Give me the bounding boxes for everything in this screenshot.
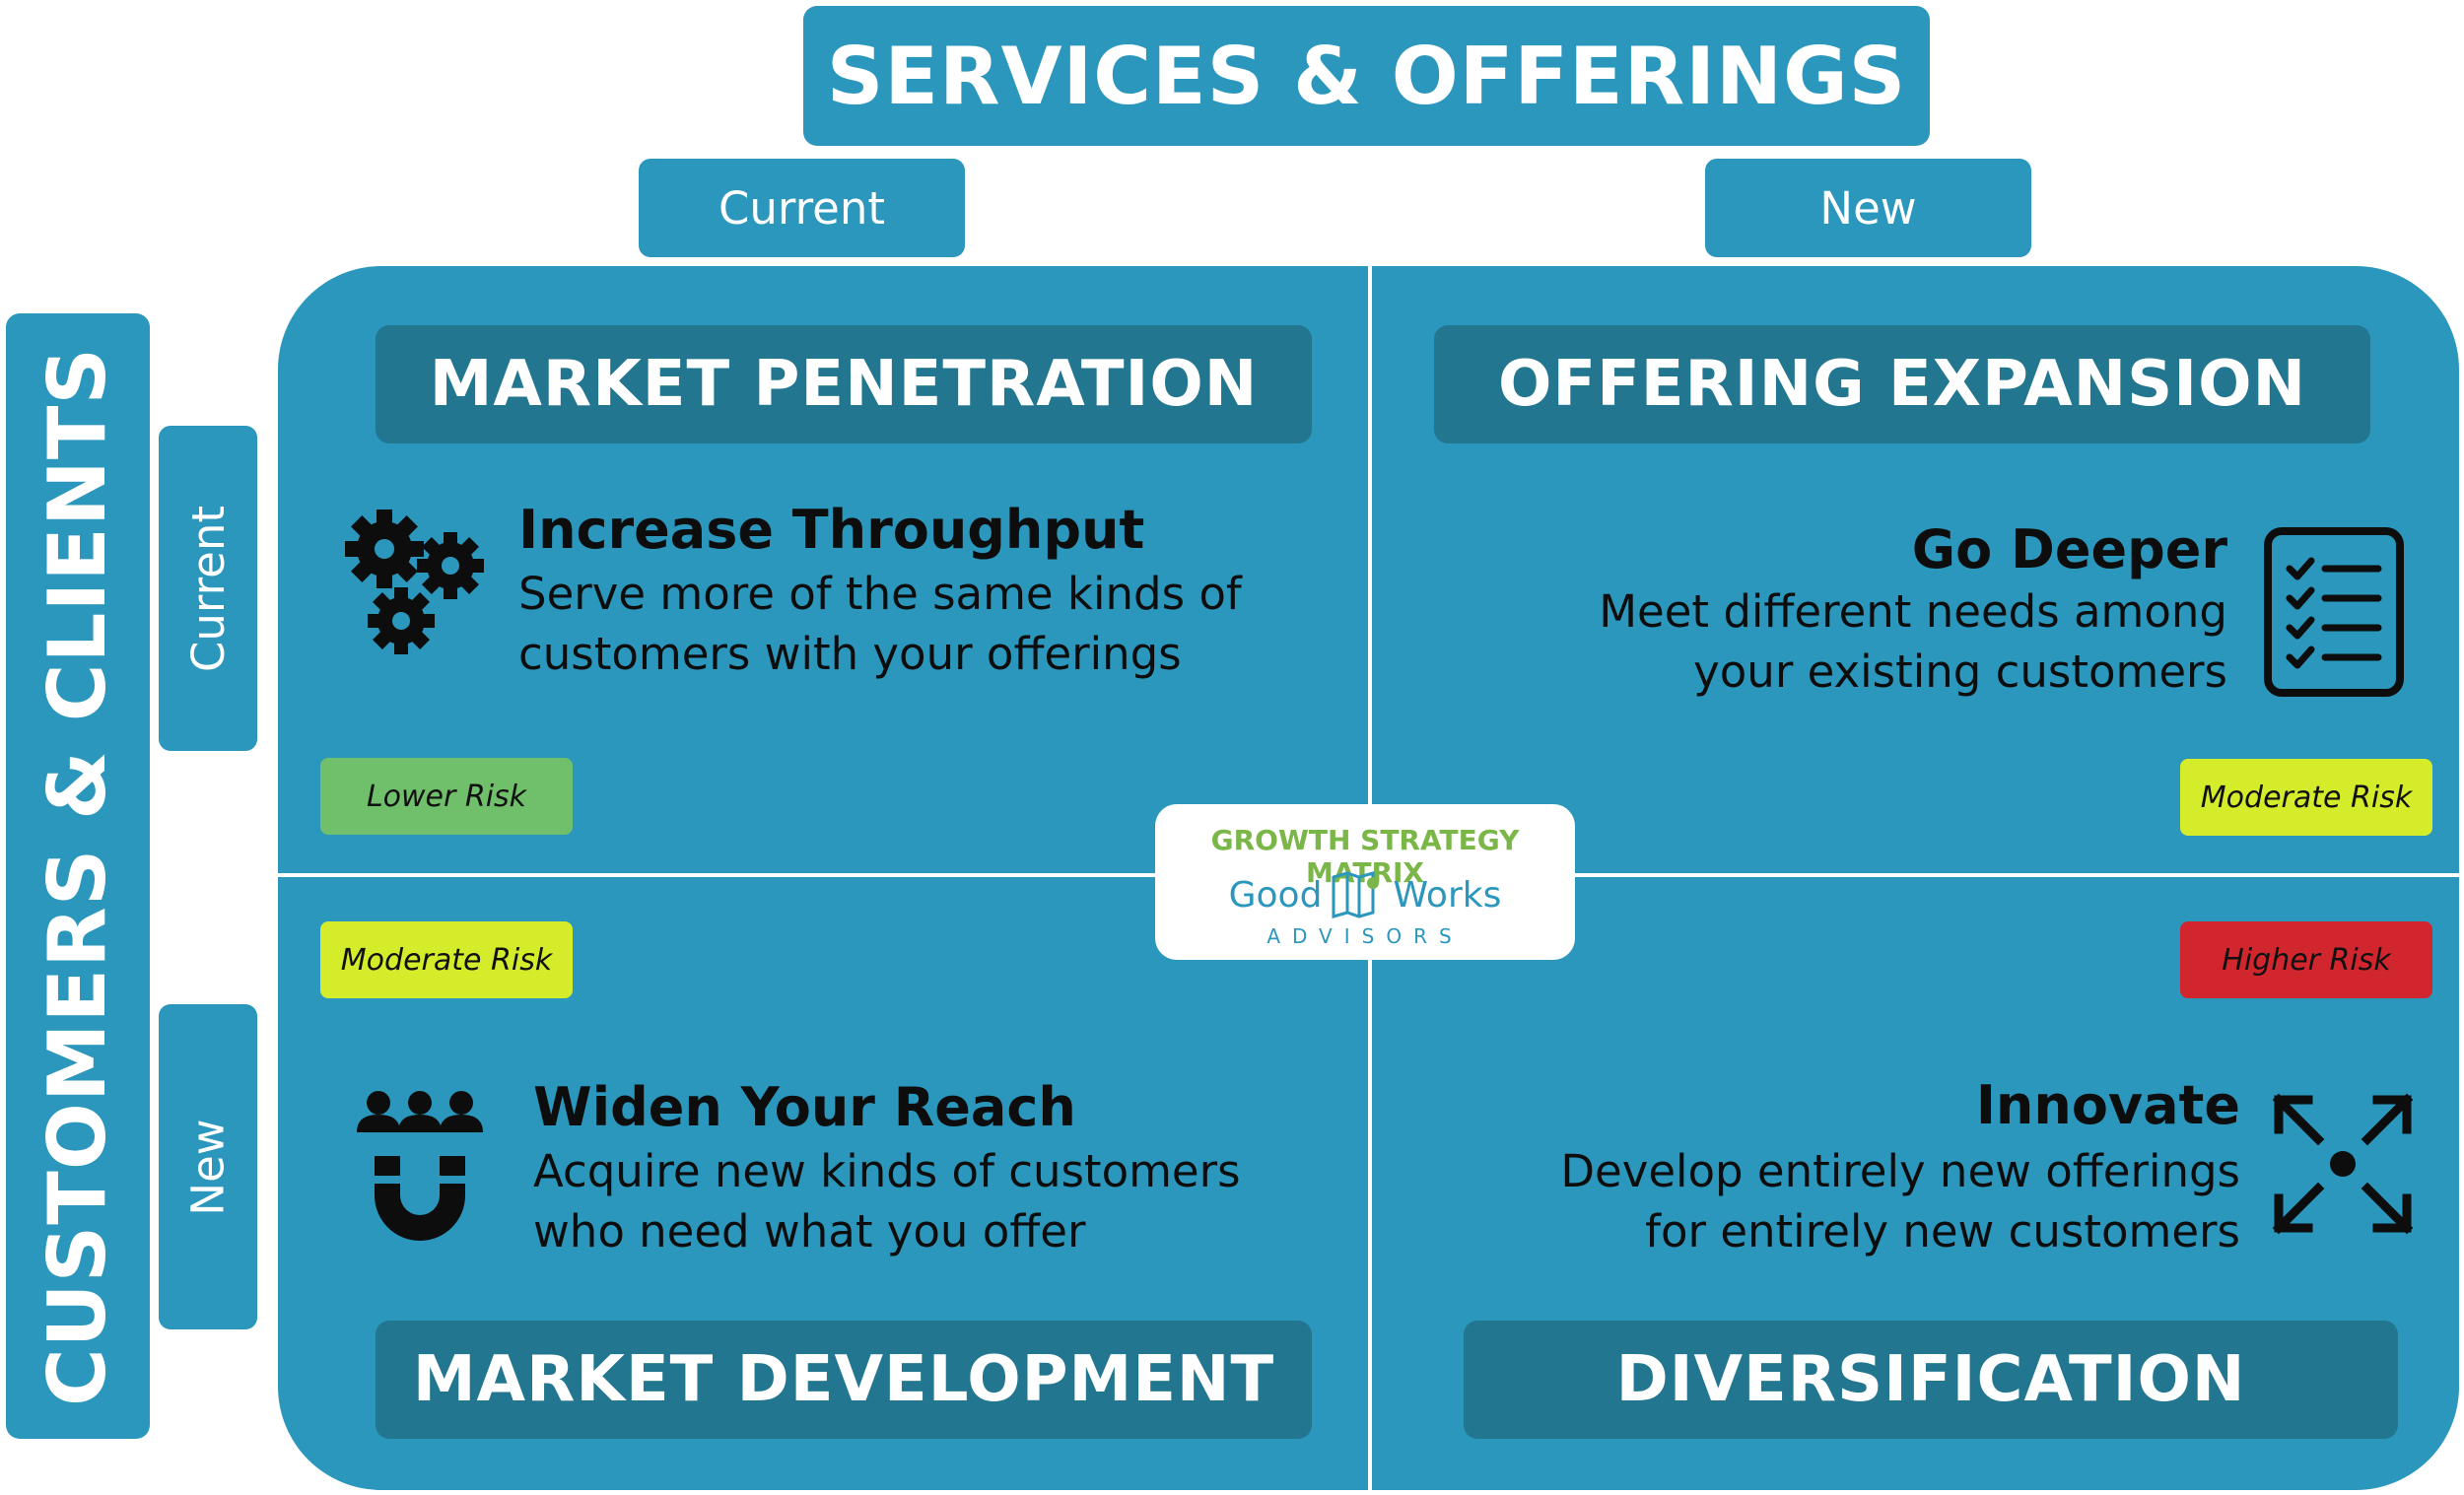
logo-title: GROWTH STRATEGY MATRIX <box>1210 824 1520 889</box>
innovate-desc-line1: Develop entirely new offerings <box>1560 1145 2240 1197</box>
offering-expansion-title-box: OFFERING EXPANSION <box>1434 325 2370 443</box>
market-penetration-title: MARKET PENETRATION <box>429 348 1259 421</box>
logo-good-text: Good <box>1228 874 1323 916</box>
increase-throughput-desc-line2: customers with your offerings <box>518 628 1182 680</box>
services-offerings-title: SERVICES & OFFERINGS <box>826 30 1907 122</box>
checklist-icon <box>2264 527 2404 697</box>
growth-strategy-logo: GROWTH STRATEGY MATRIX Good Works ADVISO… <box>1155 804 1575 960</box>
increase-throughput-desc-line1: Serve more of the same kinds of <box>518 568 1242 620</box>
market-penetration-title-box: MARKET PENETRATION <box>376 325 1312 443</box>
higher-risk-text: Higher Risk <box>2222 942 2391 978</box>
column-new-text: New <box>1819 181 1917 235</box>
moderate-risk-badge-bottom: Moderate Risk <box>320 921 573 998</box>
diversification-title-box: DIVERSIFICATION <box>1464 1321 2398 1439</box>
innovate-desc-line2: for entirely new customers <box>1645 1205 2240 1257</box>
row-new-label: New <box>159 1004 257 1329</box>
higher-risk-badge: Higher Risk <box>2180 921 2432 998</box>
row-current-label: Current <box>159 426 257 751</box>
row-new-text: New <box>181 1118 235 1216</box>
row-current-text: Current <box>181 505 235 672</box>
increase-throughput-title: Increase Throughput <box>518 499 1145 561</box>
moderate-risk-text-bottom: Moderate Risk <box>340 942 553 978</box>
lower-risk-badge: Lower Risk <box>320 758 573 835</box>
go-deeper-desc-line1: Meet different needs among <box>1599 585 2227 638</box>
go-deeper-desc-line2: your existing customers <box>1693 646 2227 698</box>
expand-arrows-icon <box>2272 1093 2414 1235</box>
market-development-title: MARKET DEVELOPMENT <box>412 1343 1275 1416</box>
widen-your-reach-desc-line1: Acquire new kinds of customers <box>533 1145 1241 1197</box>
diversification-title: DIVERSIFICATION <box>1615 1343 2246 1416</box>
widen-your-reach-desc: Acquire new kinds of customers who need … <box>533 1141 1241 1261</box>
column-current-label: Current <box>639 159 965 257</box>
offering-expansion-title: OFFERING EXPANSION <box>1497 348 2307 421</box>
widen-your-reach-title: Widen Your Reach <box>533 1076 1076 1138</box>
go-deeper-desc: Meet different needs among your existing… <box>1599 581 2227 702</box>
gears-icon <box>345 510 484 654</box>
services-offerings-header: SERVICES & OFFERINGS <box>803 6 1930 146</box>
widen-your-reach-desc-line2: who need what you offer <box>533 1205 1086 1257</box>
map-icon <box>1332 871 1380 918</box>
market-development-title-box: MARKET DEVELOPMENT <box>376 1321 1312 1439</box>
moderate-risk-text-top: Moderate Risk <box>2200 780 2413 815</box>
innovate-title: Innovate <box>1975 1074 2240 1136</box>
magnet-people-icon <box>357 1091 483 1241</box>
logo-works-text: Works <box>1393 874 1502 916</box>
customers-clients-title: CUSTOMERS & CLIENTS <box>32 346 124 1406</box>
logo-advisors-text: ADVISORS <box>1266 924 1464 948</box>
increase-throughput-desc: Serve more of the same kinds of customer… <box>518 564 1242 684</box>
column-new-label: New <box>1705 159 2031 257</box>
moderate-risk-badge-top: Moderate Risk <box>2180 759 2432 836</box>
logo-wordmark: Good Works <box>1155 869 1575 920</box>
go-deeper-title: Go Deeper <box>1911 518 2227 580</box>
customers-clients-header: CUSTOMERS & CLIENTS <box>6 313 150 1439</box>
lower-risk-text: Lower Risk <box>366 779 527 814</box>
innovate-desc: Develop entirely new offerings for entir… <box>1560 1141 2240 1261</box>
column-current-text: Current <box>718 181 885 235</box>
